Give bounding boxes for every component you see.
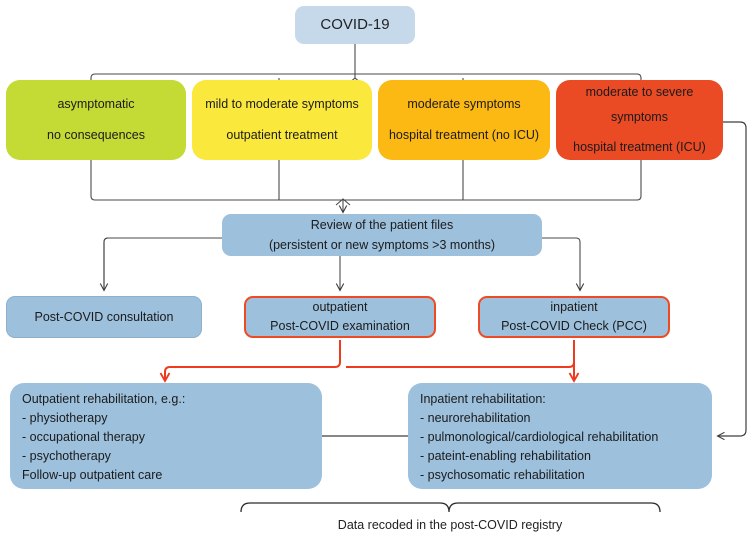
node-review-line2: (persistent or new symptoms >3 months): [268, 237, 496, 252]
outpatient-rehab-footer: Follow-up outpatient care: [22, 467, 163, 482]
node-mild-moderate-line2: outpatient treatment: [226, 128, 338, 142]
node-mild-moderate-line1: mild to moderate symptoms: [205, 97, 359, 112]
node-inpatient-rehabilitation[interactable]: Inpatient rehabilitation: - neurorehabil…: [408, 383, 712, 489]
node-covid19[interactable]: COVID-19: [295, 6, 415, 44]
outpatient-rehab-item-2: - occupational therapy: [22, 429, 145, 444]
node-inpatient-check[interactable]: inpatient Post-COVID Check (PCC): [478, 296, 670, 338]
node-inpatient-check-line1: inpatient: [550, 300, 598, 315]
node-asymptomatic[interactable]: asymptomatic no consequences: [6, 80, 186, 160]
inpatient-rehab-heading: Inpatient rehabilitation:: [420, 392, 546, 406]
registry-bracket: [240, 502, 661, 513]
exam-to-rehab-connector: [159, 340, 580, 383]
node-covid19-label: COVID-19: [320, 15, 390, 33]
node-outpatient-rehabilitation[interactable]: Outpatient rehabilitation, e.g.: - physi…: [10, 383, 322, 489]
node-moderate-severe-line3: hospital treatment (ICU): [573, 140, 706, 155]
node-moderate-severe[interactable]: moderate to severe symptoms hospital tre…: [556, 80, 723, 160]
inpatient-rehab-item-1: - neurorehabilitation: [420, 410, 531, 425]
tier-to-review-connector: [90, 160, 642, 214]
node-moderate-severe-line1: moderate to severe: [585, 84, 694, 99]
node-review-patient-files[interactable]: Review of the patient files (persistent …: [222, 214, 542, 256]
node-post-covid-consultation-label: Post-COVID consultation: [34, 309, 174, 324]
node-asymptomatic-line2: no consequences: [47, 128, 145, 142]
registry-caption: Data recoded in the post-COVID registry: [337, 518, 563, 532]
inpatient-rehab-item-2: - pulmonological/cardiological rehabilit…: [420, 429, 659, 444]
outpatient-rehab-item-1: - physiotherapy: [22, 410, 108, 425]
node-moderate[interactable]: moderate symptoms hospital treatment (no…: [378, 80, 550, 160]
node-moderate-line2: hospital treatment (no ICU): [388, 128, 540, 142]
icu-bypass-connector: [716, 121, 747, 441]
node-moderate-line1: moderate symptoms: [407, 97, 521, 112]
outpatient-rehab-item-3: - psychotherapy: [22, 448, 111, 463]
node-post-covid-consultation[interactable]: Post-COVID consultation: [6, 296, 202, 338]
node-outpatient-examination-line1: outpatient: [312, 300, 368, 315]
node-inpatient-check-line2: Post-COVID Check (PCC): [501, 319, 647, 333]
inpatient-rehab-item-3: - pateint-enabling rehabilitation: [420, 448, 591, 463]
node-review-line1: Review of the patient files: [310, 217, 454, 232]
outpatient-rehab-heading: Outpatient rehabilitation, e.g.:: [22, 392, 186, 406]
node-outpatient-examination[interactable]: outpatient Post-COVID examination: [244, 296, 436, 338]
inpatient-rehab-item-4: - psychosomatic rehabilitation: [420, 467, 585, 482]
node-asymptomatic-line1: asymptomatic: [57, 97, 135, 112]
node-outpatient-examination-line2: Post-COVID examination: [270, 319, 410, 333]
node-mild-moderate[interactable]: mild to moderate symptoms outpatient tre…: [192, 80, 372, 160]
node-moderate-severe-line2: symptoms: [611, 109, 668, 124]
